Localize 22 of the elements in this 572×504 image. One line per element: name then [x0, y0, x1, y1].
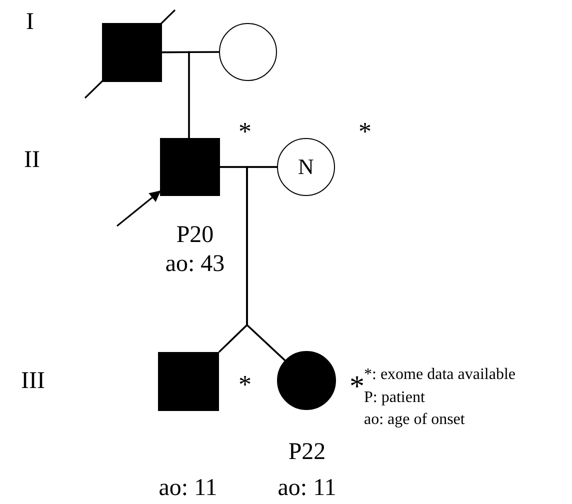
pedigree-line — [246, 166, 286, 361]
proband-arrow — [116, 190, 161, 227]
generation-numeral: I — [26, 10, 34, 34]
affected-male-square — [160, 138, 220, 196]
generation-numeral: III — [21, 369, 45, 393]
affected-male-square — [102, 23, 162, 82]
pedigree-line — [188, 51, 219, 139]
affected-male-square — [158, 352, 219, 411]
age-of-onset-text: ao: 43 — [165, 252, 225, 276]
exome-asterisk: * — [350, 372, 364, 402]
legend-text: P: patient — [364, 390, 425, 406]
age-of-onset-text: ao: 11 — [278, 476, 336, 500]
exome-asterisk: * — [358, 119, 372, 145]
patient-id: P20 — [176, 223, 214, 247]
age-of-onset-text: ao: 11 — [158, 476, 218, 500]
legend-text: ao: age of onset — [364, 412, 465, 428]
generation-numeral: II — [24, 148, 40, 172]
exome-asterisk: * — [238, 119, 252, 145]
patient-id: P22 — [288, 440, 326, 464]
legend-text: *: exome data available — [364, 367, 516, 383]
exome-asterisk: * — [238, 372, 252, 398]
individual-letter: N — [298, 156, 314, 178]
